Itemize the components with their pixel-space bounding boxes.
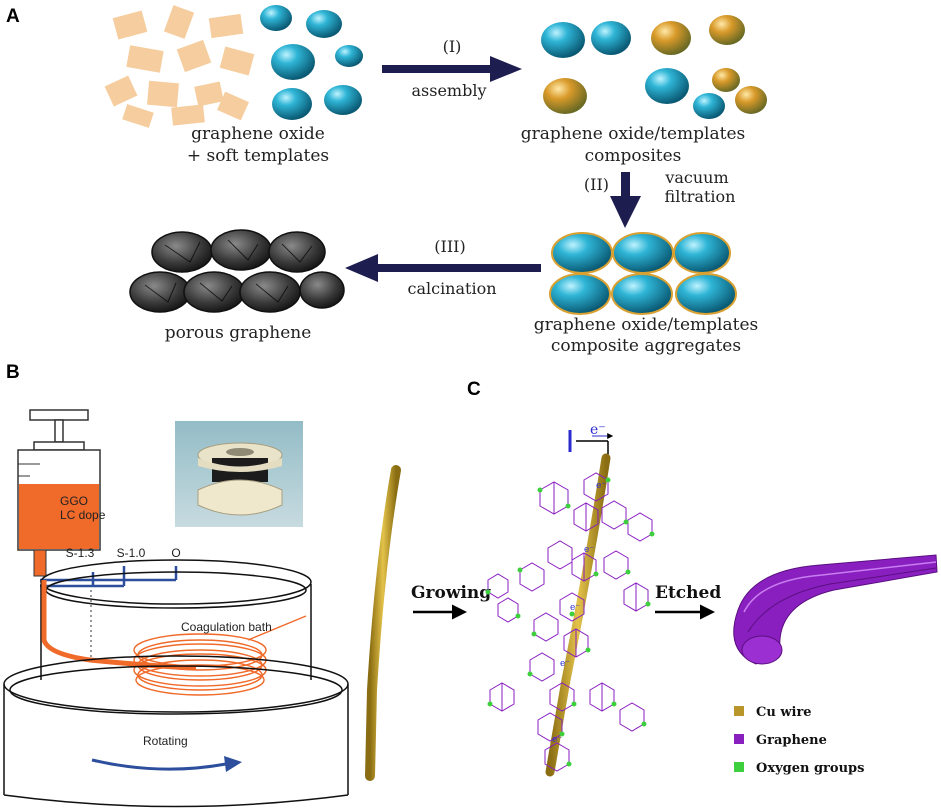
step2-text-line2: filtration xyxy=(665,187,736,206)
legend-label-oxygen: Oxygen groups xyxy=(756,761,864,776)
panel-letter-a: A xyxy=(6,6,20,27)
composite-label-line1: graphene oxide/templates xyxy=(521,124,745,144)
dope-label-line1: GGO xyxy=(60,494,88,508)
svg-text:e⁻: e⁻ xyxy=(570,603,580,613)
svg-text:e⁻: e⁻ xyxy=(596,481,606,491)
electron-markers: e⁻ e⁻ e⁻ e⁻ e⁻ xyxy=(552,481,606,745)
step1-text: assembly xyxy=(412,81,487,100)
legend: Cu wire Graphene Oxygen groups xyxy=(734,705,864,776)
aggregate-spheres xyxy=(549,232,737,315)
panel-letter-c: C xyxy=(467,379,481,400)
svg-text:e⁻: e⁻ xyxy=(552,735,562,745)
rotating-label: Rotating xyxy=(143,734,188,748)
porous-graphene-spheres xyxy=(129,229,345,313)
rotating-arrow xyxy=(91,756,242,772)
step3-text: calcination xyxy=(407,279,496,298)
growing-label: Growing xyxy=(411,583,491,603)
cu-wire-coated xyxy=(545,453,611,777)
end-label: porous graphene xyxy=(165,323,312,343)
electron-circuit xyxy=(568,430,614,460)
bath-label: Coagulation bath xyxy=(181,620,272,634)
oxygen-groups xyxy=(485,477,655,767)
svg-text:e⁻: e⁻ xyxy=(584,545,594,555)
porous-texture xyxy=(144,239,313,303)
composite-spheres xyxy=(541,15,767,119)
template-spheres xyxy=(260,5,363,120)
step2-number: (II) xyxy=(584,175,609,194)
svg-text:e⁻: e⁻ xyxy=(560,659,570,669)
go-sheets xyxy=(104,5,255,128)
legend-label-cu: Cu wire xyxy=(756,705,812,720)
etched-label: Etched xyxy=(655,583,721,603)
arrow-step-1 xyxy=(382,56,522,82)
legend-swatch-graphene xyxy=(734,734,744,744)
graphene-tube xyxy=(733,554,938,665)
position-label-1: S-1.3 xyxy=(66,546,95,560)
start-label-line1: graphene oxide xyxy=(191,124,325,144)
aggregate-label-line2: composite aggregates xyxy=(551,336,741,356)
legend-swatch-cu xyxy=(734,706,744,716)
rotating-stage xyxy=(3,655,349,808)
position-label-3: O xyxy=(171,546,180,560)
arrow-step-2 xyxy=(610,172,641,228)
step3-number: (III) xyxy=(434,237,465,256)
aggregate-label-line1: graphene oxide/templates xyxy=(534,315,758,335)
cu-wire-initial xyxy=(365,465,401,781)
electron-label: e⁻ xyxy=(590,422,606,438)
start-label-line2: + soft templates xyxy=(187,146,329,166)
composite-label-line2: composites xyxy=(585,146,682,166)
step1-number: (I) xyxy=(443,37,462,56)
photo-spool xyxy=(175,421,303,527)
position-label-2: S-1.0 xyxy=(117,546,146,560)
panel-letter-b: B xyxy=(6,362,20,383)
legend-swatch-oxygen xyxy=(734,762,744,772)
dope-label-line2: LC dope xyxy=(60,508,106,522)
legend-label-graphene: Graphene xyxy=(756,733,827,748)
step2-text-line1: vacuum xyxy=(664,168,728,187)
position-rail xyxy=(40,566,178,588)
arrow-step-3 xyxy=(345,254,541,282)
graphene-flakes xyxy=(487,472,653,772)
syringe xyxy=(17,409,101,577)
